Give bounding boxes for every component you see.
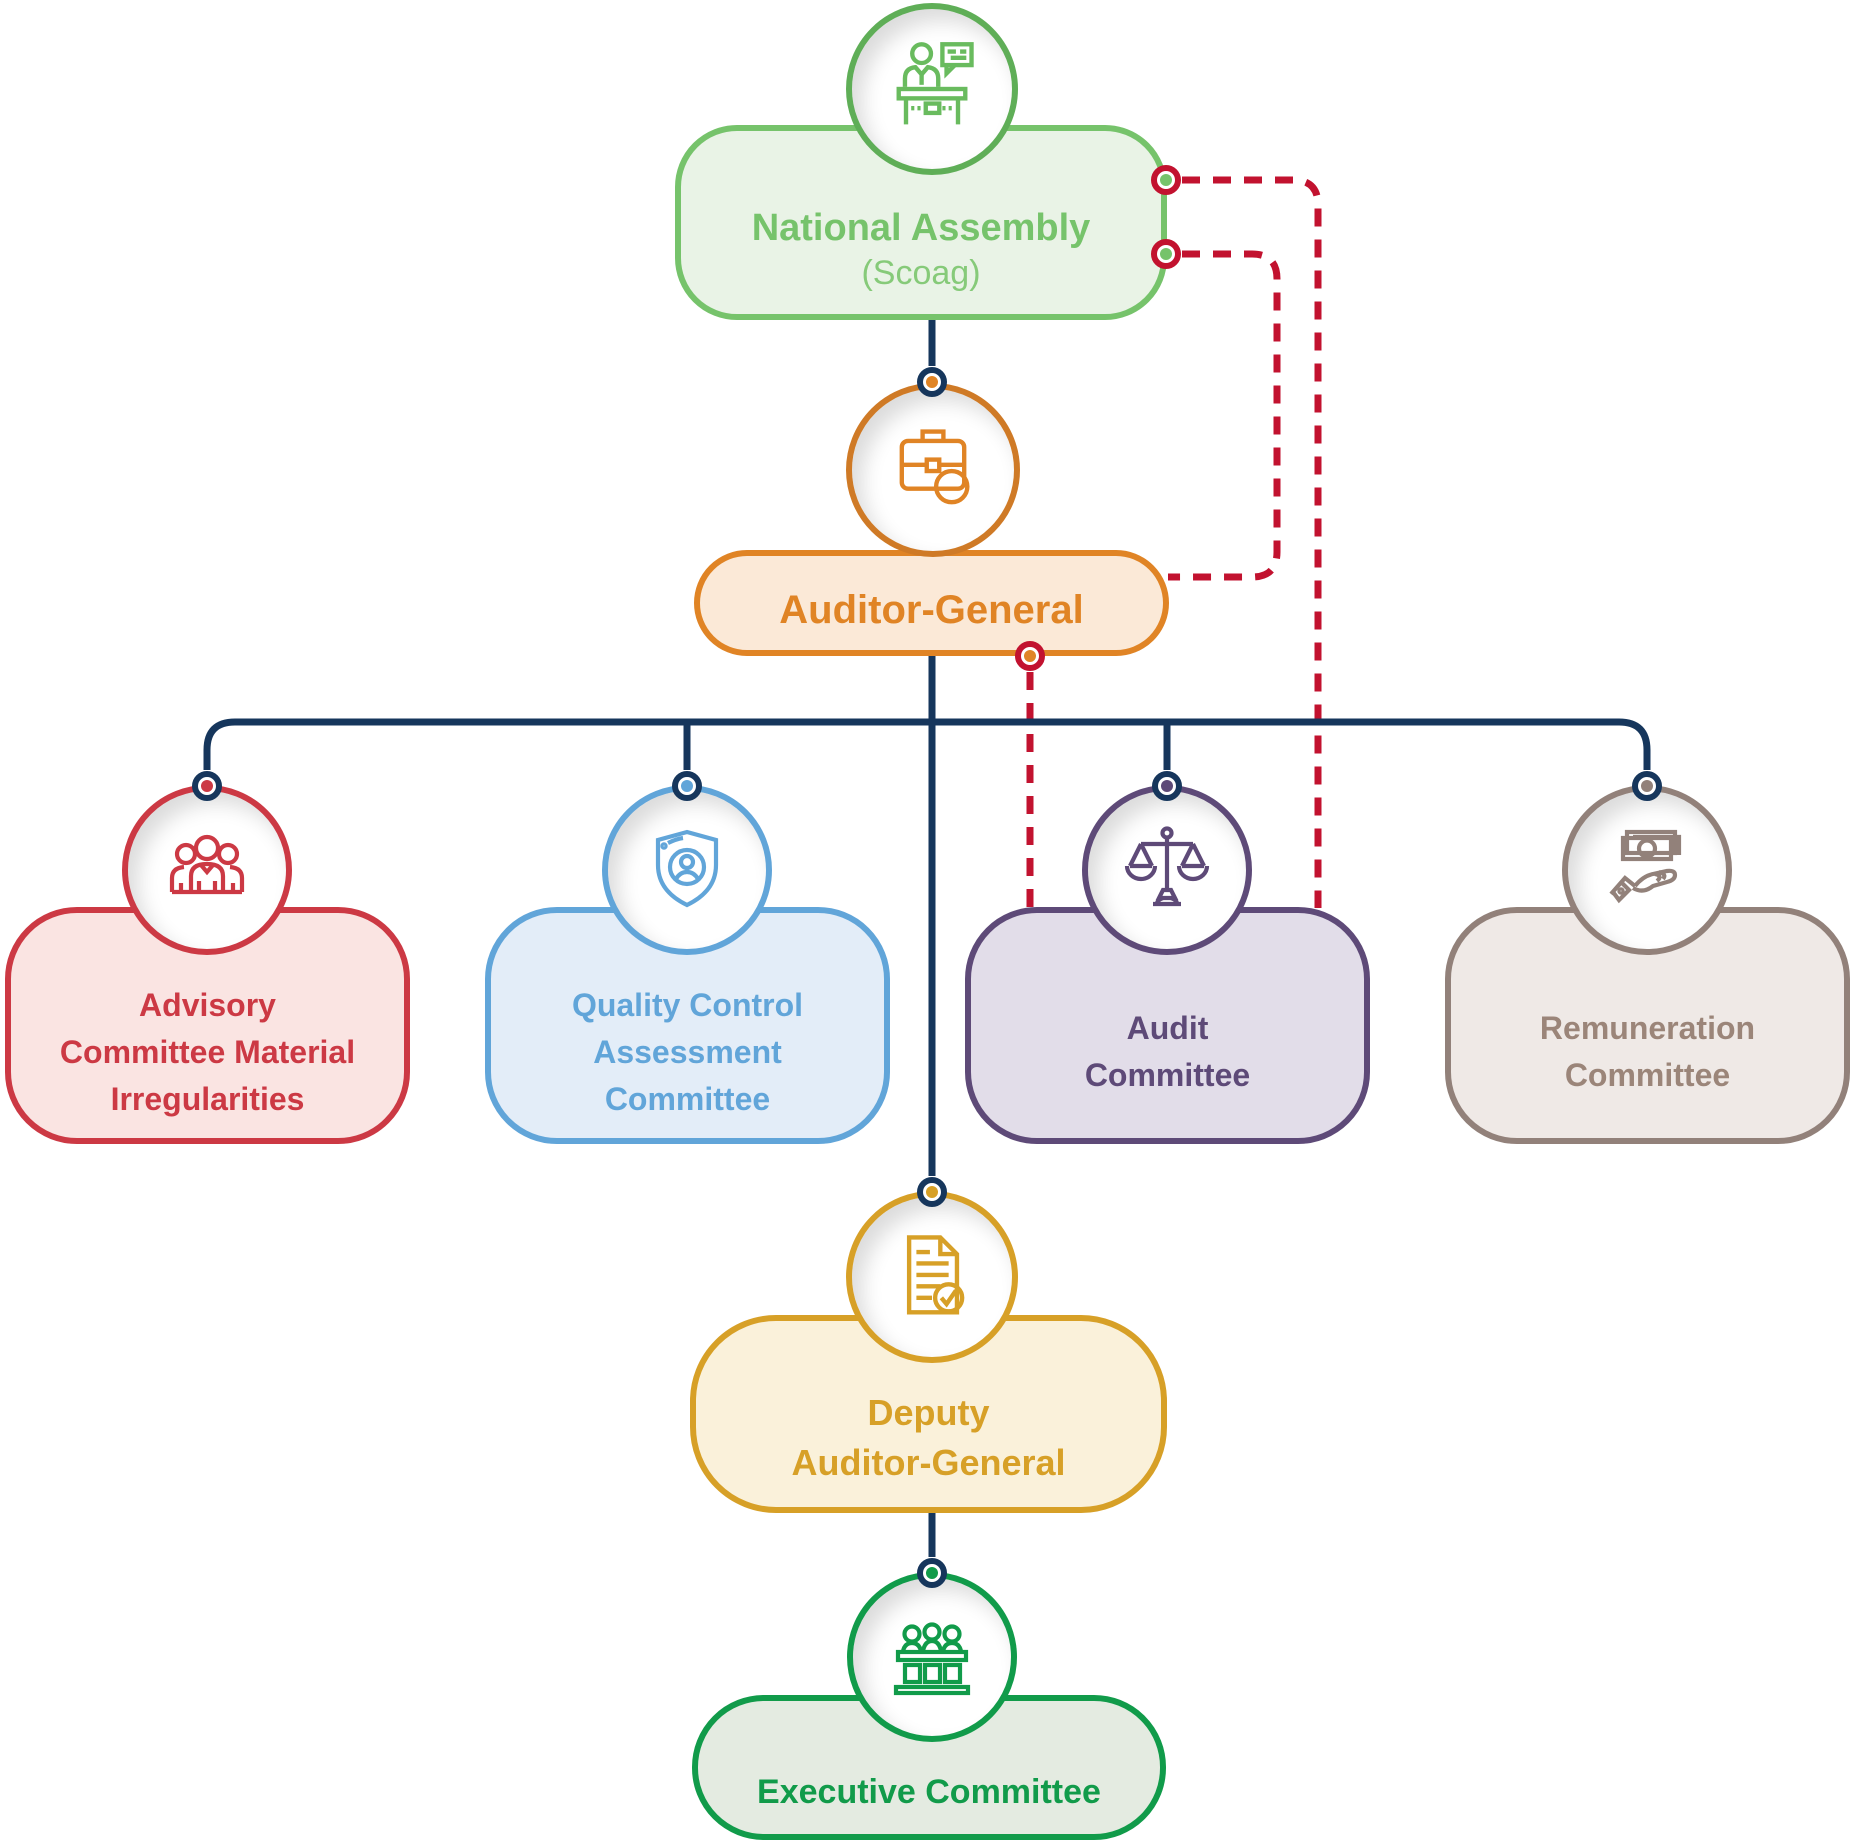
- auditor-general-box: Auditor-General: [694, 550, 1169, 656]
- scales-of-justice-icon: [1124, 826, 1210, 907]
- executive-committee-circle: [847, 1572, 1017, 1742]
- advisory-committee-circle: [122, 785, 292, 955]
- audit-committee-label-line2: Committee: [1084, 1056, 1251, 1093]
- line-committee-branch: [203, 718, 1651, 770]
- dashed-na-to-audit-committee: [1182, 176, 1322, 908]
- briefcase-icon: [899, 429, 970, 505]
- na-dashed-anchor-lower: [1151, 239, 1181, 269]
- quality-committee-anchor: [672, 771, 702, 801]
- advisory-committee-anchor: [192, 771, 222, 801]
- dashed-na-to-auditor-general: [1168, 250, 1281, 581]
- remuneration-committee-label-line1: Remuneration: [1539, 1009, 1756, 1046]
- money-in-hand-icon: R: [1609, 829, 1682, 904]
- deputy-auditor-general-anchor: [917, 1177, 947, 1207]
- advisory-committee-label-line1: Advisory: [139, 987, 276, 1023]
- speaker-at-desk-icon: [896, 42, 974, 125]
- executive-committee-title: Executive Committee: [757, 1773, 1101, 1811]
- advisory-committee-label-line2: Committee Material: [59, 1034, 356, 1070]
- remuneration-committee-label-line2: Committee: [1564, 1056, 1731, 1093]
- auditor-general-top-anchor: [917, 367, 947, 397]
- national-assembly-subtitle: (Scoag): [861, 254, 981, 292]
- deputy-auditor-general-label-line2: Auditor-General: [791, 1442, 1066, 1483]
- shield-user-icon: [655, 829, 719, 908]
- auditor-general-circle: [846, 383, 1020, 557]
- audit-committee-circle: [1082, 785, 1252, 955]
- quality-committee-label-line2: Assessment: [593, 1034, 782, 1070]
- deputy-auditor-general-label-line1: Deputy: [867, 1392, 990, 1433]
- deputy-auditor-general-circle: [846, 1191, 1018, 1363]
- auditor-general-dashed-anchor: [1015, 641, 1045, 671]
- document-check-icon: [906, 1235, 965, 1315]
- audit-committee-anchor: [1152, 771, 1182, 801]
- quality-committee-circle: [602, 785, 772, 955]
- na-dashed-anchor-upper: [1151, 165, 1181, 195]
- national-assembly-circle: [846, 3, 1018, 175]
- auditor-general-title: Auditor-General: [779, 587, 1084, 632]
- executive-committee-anchor: [917, 1558, 947, 1588]
- national-assembly-title: National Assembly: [751, 207, 1091, 249]
- remuneration-committee-anchor: [1632, 771, 1662, 801]
- quality-committee-label-line1: Quality Control: [571, 987, 804, 1023]
- people-group-icon: [169, 834, 245, 895]
- advisory-committee-label-line3: Irregularities: [110, 1081, 305, 1117]
- remuneration-committee-circle: R: [1562, 785, 1732, 955]
- quality-committee-label-line3: Committee: [604, 1081, 771, 1117]
- audit-committee-label-line1: Audit: [1126, 1009, 1209, 1046]
- committee-panel-icon: [893, 1622, 971, 1696]
